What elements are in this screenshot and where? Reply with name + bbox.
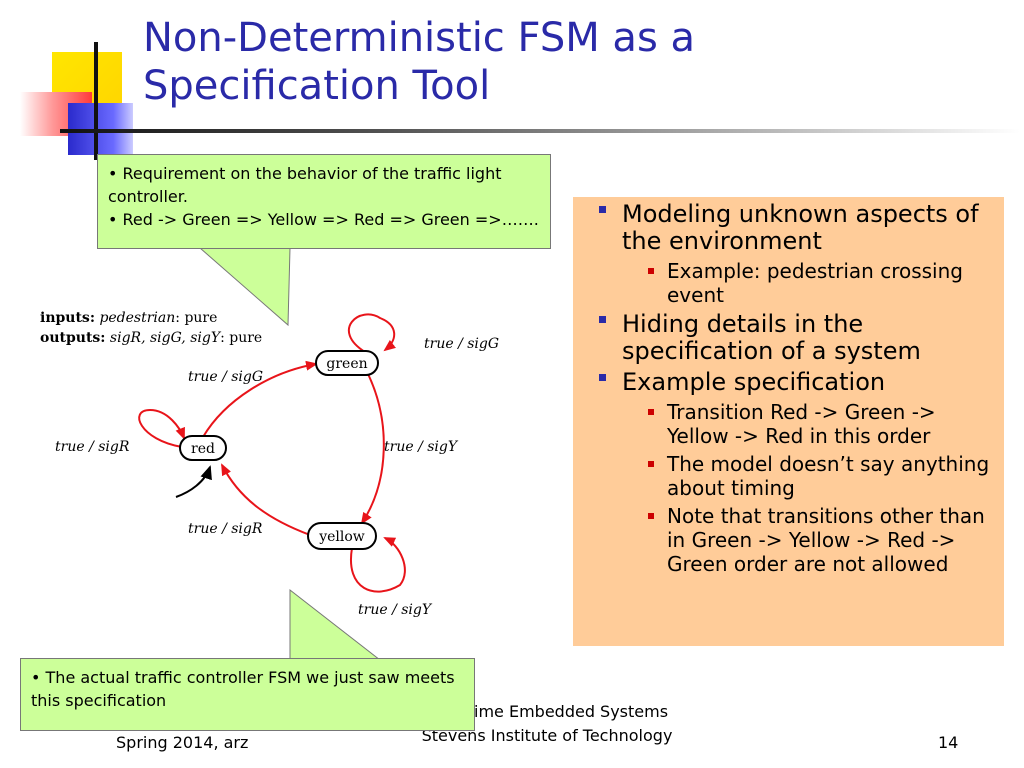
bullet-3-sub-3-text: Note that transitions other than in Gree… — [667, 504, 985, 576]
edge-green-to-yellow — [360, 373, 385, 525]
bullet-3-sub-1-text: Transition Red -> Green -> Yellow -> Red… — [667, 400, 936, 448]
initial-state-arrow — [175, 465, 212, 498]
bullet-2: Hiding details in the specification of a… — [585, 311, 992, 365]
sub-bullet-marker — [648, 461, 654, 467]
bullet-1-sub-1: Example: pedestrian crossing event — [585, 259, 992, 307]
footer-center-line-1: Real-Time Embedded Systems — [425, 702, 669, 721]
footer-left: Spring 2014, arz — [116, 733, 249, 752]
bullet-3-text: Example specification — [622, 368, 886, 396]
state-red-label: red — [191, 441, 215, 457]
page-number: 14 — [938, 733, 959, 752]
inputs-declaration: inputs: pedestrian: pure — [40, 310, 217, 326]
bullet-1-text: Modeling unknown aspects of the environm… — [622, 200, 979, 255]
edge-red-to-green — [202, 360, 318, 438]
inputs-value: pedestrian — [99, 310, 175, 326]
bullet-3-sub-3: Note that transitions other than in Gree… — [585, 504, 992, 576]
sub-bullet-marker — [648, 268, 654, 274]
state-green-label: green — [326, 356, 367, 372]
bullet-marker — [599, 206, 606, 213]
sub-bullet-marker — [648, 513, 654, 519]
outputs-value: sigR, sigG, sigY — [110, 330, 222, 346]
bullet-3-sub-2: The model doesn’t say anything about tim… — [585, 452, 992, 500]
state-red — [179, 435, 227, 461]
bullet-2-text: Hiding details in the specification of a… — [622, 310, 921, 365]
edge-yellow-self — [349, 537, 406, 593]
callout-bottom-pointer — [289, 588, 382, 661]
bullet-1-sub-1-text: Example: pedestrian crossing event — [667, 259, 963, 307]
callout-bottom: • The actual traffic controller FSM we j… — [20, 658, 475, 731]
bullet-marker — [599, 316, 606, 323]
label-green-to-yellow: true / sigY — [384, 439, 459, 455]
label-green-self: true / sigG — [424, 336, 499, 352]
label-yellow-to-red: true / sigR — [188, 521, 263, 537]
title-line-1: Non-Deterministic FSM as a — [143, 15, 696, 61]
outputs-declaration: outputs: sigR, sigG, sigY: pure — [40, 330, 262, 346]
sub-bullet-marker — [648, 409, 654, 415]
label-red-self: true / sigR — [55, 439, 130, 455]
inputs-label: inputs: — [40, 310, 95, 326]
callout-top-line-1: • Requirement on the behavior of the tra… — [108, 164, 502, 206]
bullet-panel: Modeling unknown aspects of the environm… — [573, 197, 1004, 646]
title-vertical-rule — [94, 42, 98, 160]
title-line-2: Specification Tool — [143, 63, 491, 109]
callout-bottom-text: • The actual traffic controller FSM we j… — [31, 668, 455, 710]
bullet-3-sub-1: Transition Red -> Green -> Yellow -> Red… — [585, 400, 992, 448]
edge-green-self — [347, 313, 396, 353]
slide-title: Non-Deterministic FSM as a Specification… — [143, 14, 1003, 110]
bullet-1: Modeling unknown aspects of the environm… — [585, 201, 992, 255]
footer-center-line-2: Stevens Institute of Technology — [421, 726, 673, 745]
edge-yellow-to-red — [221, 463, 311, 536]
edge-red-self — [138, 408, 185, 448]
callout-top: • Requirement on the behavior of the tra… — [97, 154, 551, 249]
state-yellow-label: yellow — [318, 529, 365, 545]
label-red-to-green: true / sigG — [188, 369, 263, 385]
footer-center: Real-Time Embedded Systems Stevens Insti… — [0, 700, 1024, 748]
state-yellow — [307, 522, 377, 550]
callout-top-line-2: • Red -> Green => Yellow => Red => Green… — [108, 210, 539, 229]
outputs-type: : pure — [220, 330, 262, 346]
title-rule — [60, 129, 1020, 133]
bullet-3: Example specification — [585, 369, 992, 396]
label-yellow-self: true / sigY — [358, 602, 433, 618]
inputs-type: : pure — [175, 310, 217, 326]
state-green — [315, 350, 379, 376]
bullet-3-sub-2-text: The model doesn’t say anything about tim… — [667, 452, 990, 500]
bullet-marker — [599, 374, 606, 381]
outputs-label: outputs: — [40, 330, 105, 346]
